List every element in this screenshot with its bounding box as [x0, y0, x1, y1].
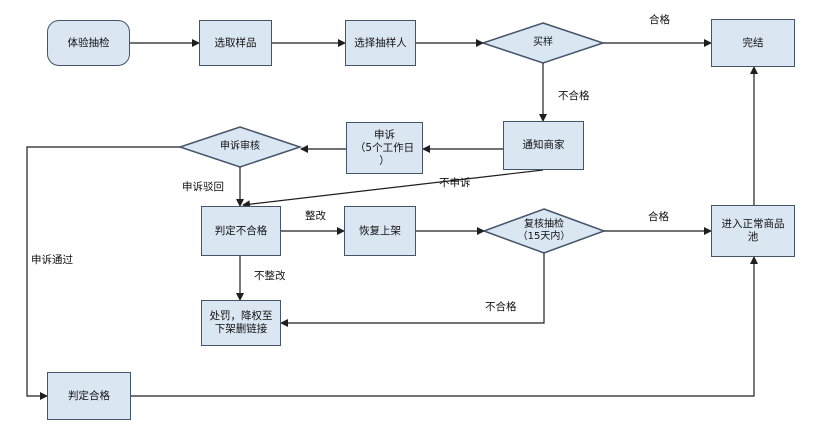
node-select-sampler-label: 选择抽样人 — [354, 36, 407, 49]
edge-notify-to-judge-fail — [242, 169, 544, 209]
node-enter-pool-label: 进入正常商品 池 — [721, 218, 785, 243]
edge-label-recheck-fail: 不合格 — [485, 301, 517, 313]
node-restore-shelf: 恢复上架 — [344, 206, 416, 256]
edge-label-purchase-pass: 合格 — [649, 14, 670, 26]
node-appeal-review-label: 申诉审核 — [220, 141, 260, 152]
node-recheck-label: 复核抽检 （15天内） — [517, 219, 571, 242]
node-penalty: 处罚，降权至 下架删链接 — [201, 300, 281, 346]
node-notify-merchant-label: 通知商家 — [522, 139, 565, 151]
node-appeal-label: 申诉 （5个工作日 ） — [354, 128, 415, 167]
node-select-sample: 选取样品 — [199, 20, 272, 66]
node-select-sample-label: 选取样品 — [214, 36, 257, 49]
node-restore-shelf-label: 恢复上架 — [359, 224, 401, 237]
node-notify-merchant: 通知商家 — [503, 121, 584, 170]
edge-label-purchase-fail: 不合格 — [558, 90, 590, 102]
node-judge-pass: 判定合格 — [47, 372, 131, 420]
node-start-label: 体验抽检 — [67, 36, 110, 49]
node-judge-pass-label: 判定合格 — [68, 389, 110, 402]
edge-label-recheck-pass: 合格 — [648, 211, 669, 223]
node-judge-fail: 判定不合格 — [201, 206, 281, 256]
node-penalty-label: 处罚，降权至 下架删链接 — [209, 310, 273, 335]
edge-label-rectify: 整改 — [305, 210, 326, 222]
node-purchase-label: 买样 — [533, 37, 553, 48]
edge-judge-pass-to-pool — [131, 256, 758, 397]
node-select-sampler: 选择抽样人 — [345, 20, 416, 66]
node-appeal: 申诉 （5个工作日 ） — [346, 122, 423, 174]
edge-label-appeal-rejected: 申诉驳回 — [182, 181, 224, 193]
edge-recheck-to-penalty — [280, 253, 545, 327]
node-enter-pool: 进入正常商品 池 — [711, 205, 795, 257]
edge-label-no-appeal: 不申诉 — [439, 177, 471, 189]
node-judge-fail-label: 判定不合格 — [214, 224, 268, 237]
edge-label-appeal-passed: 申诉通过 — [31, 254, 73, 266]
edge-review-to-judge-pass — [26, 146, 180, 400]
edge-label-no-rectify: 不整改 — [254, 270, 286, 282]
node-done-label: 完结 — [742, 36, 764, 49]
node-start: 体验抽检 — [47, 20, 130, 66]
node-done: 完结 — [711, 19, 795, 67]
